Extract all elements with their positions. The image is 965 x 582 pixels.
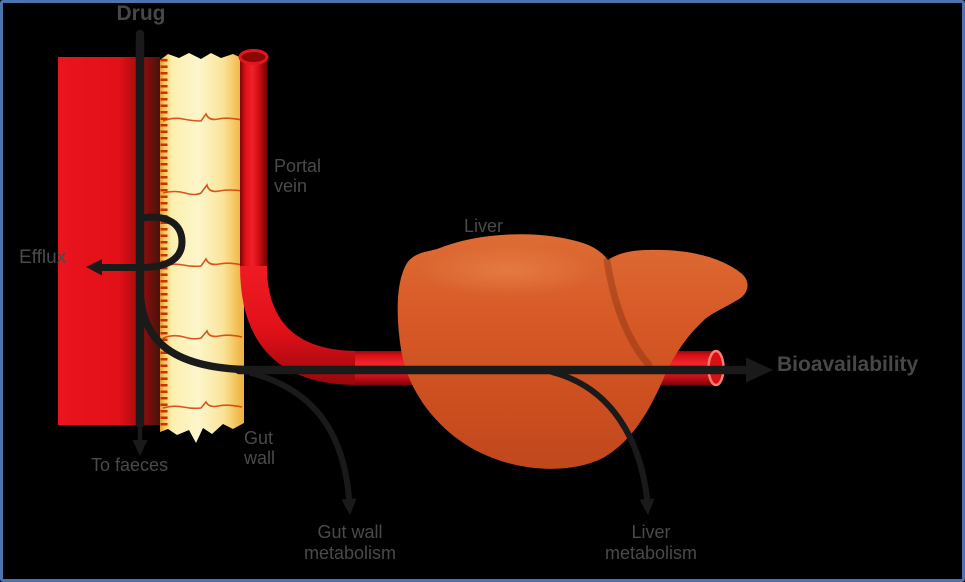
gut-wall-metabolism-arrowhead (341, 498, 357, 515)
to-faeces-label: To faeces (91, 455, 169, 475)
liver-highlight (418, 245, 598, 297)
gut-wall-metabolism-label: Gut wall metabolism (303, 522, 397, 563)
bioavailability-arrowhead (746, 357, 773, 383)
bioavailability-diagram (58, 29, 773, 515)
portal-vein-elbow (240, 266, 358, 385)
drug-flow-paths (97, 29, 753, 501)
drug-label: Drug (116, 2, 166, 25)
efflux-arrow-shaft (97, 213, 186, 271)
liver-metabolism-label: Liver metabolism (604, 522, 698, 563)
arrowheads (86, 259, 773, 515)
portal-vein-tube (240, 56, 267, 268)
absorption-path (136, 285, 247, 374)
liver-lobe-divider (603, 257, 653, 369)
portal-vein-opening (238, 49, 269, 65)
gut-lumen-shape (58, 57, 160, 425)
gut-wall-shape (160, 53, 244, 443)
to-faeces-arrowhead (132, 440, 148, 456)
liver-metabolism-arrow-shaft (549, 369, 650, 501)
gut-wall-cell-lines (162, 112, 244, 410)
portal-vein-label: Portal vein (274, 156, 322, 196)
bioavailability-label: Bioavailability (777, 353, 919, 376)
gut-wall-label: Gut wall (244, 428, 276, 468)
liver-metabolism-arrowhead (639, 498, 655, 515)
gut-wall-metabolism-arrow-shaft (248, 370, 352, 501)
liver-label: Liver (464, 216, 504, 236)
efflux-arrowhead (86, 259, 102, 276)
efflux-label: Efflux (19, 247, 67, 268)
